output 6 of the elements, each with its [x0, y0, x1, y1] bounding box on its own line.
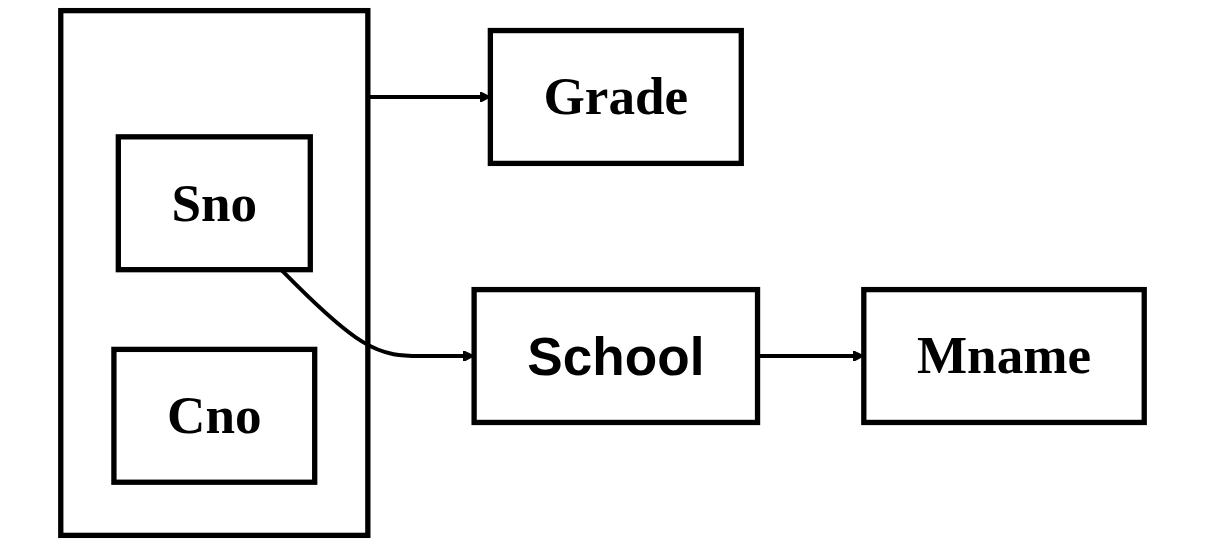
node-box: Cno	[111, 346, 318, 485]
cluster	[58, 7, 371, 539]
node-box: Mname	[861, 286, 1147, 426]
node-box: Sno	[115, 134, 313, 273]
node-box: Grade	[487, 27, 744, 167]
node-box: School	[471, 286, 761, 426]
